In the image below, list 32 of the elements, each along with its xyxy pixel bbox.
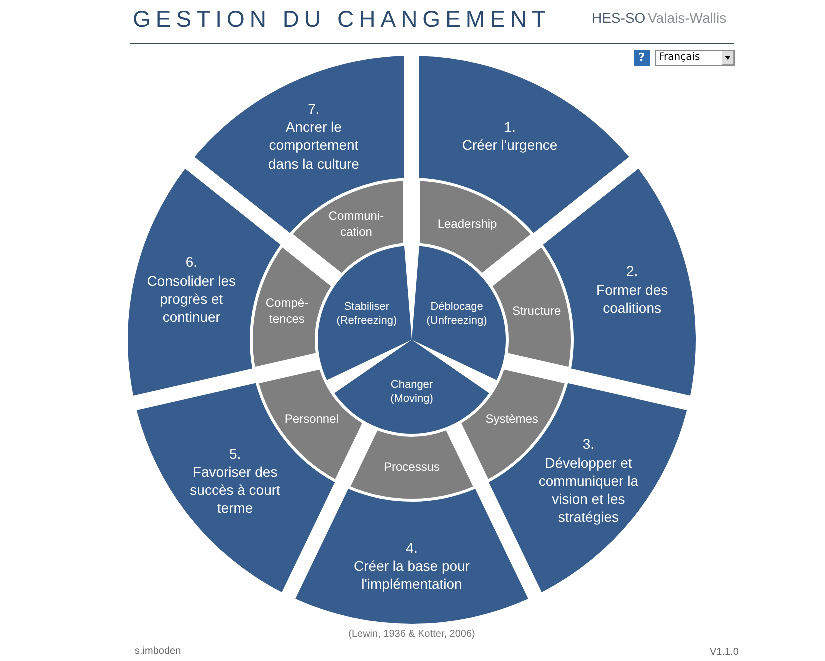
step-number: 2. xyxy=(626,262,638,281)
step-number: 7. xyxy=(308,100,320,118)
language-dropdown: Français xyxy=(655,50,735,66)
phase-text: Changer (Moving) xyxy=(390,378,434,406)
step-text: Développer et communiquer la vision et les stratégies xyxy=(538,454,640,526)
factor-text: Personnel xyxy=(284,412,339,428)
step-number: 4. xyxy=(406,538,418,557)
step-text: Former des coalitions xyxy=(596,280,670,317)
step-text: Créer la base pour l'implémentation xyxy=(353,556,471,594)
step-number: 5. xyxy=(229,444,242,463)
phase-text: Déblocage (Unfreezing) xyxy=(426,300,488,328)
institution-name: HES-SO xyxy=(592,10,646,26)
author-credit: s.imboden xyxy=(135,646,182,657)
caption: (Lewin, 1936 & Kotter, 2006) xyxy=(348,629,476,640)
factor-text: Compé- tences xyxy=(264,296,310,328)
factor-text: Structure xyxy=(512,304,562,320)
step-text: Favoriser des succès à court terme xyxy=(189,462,282,518)
step-number: 3. xyxy=(582,435,595,454)
step-text: Ancrer le comportement dans la culture xyxy=(267,118,360,173)
phase-text: Stabiliser (Refreezing) xyxy=(336,300,398,328)
help-button: ? xyxy=(634,50,650,66)
factor-text: Processus xyxy=(384,460,440,476)
step-number: 6. xyxy=(186,253,198,272)
factor-text: Systèmes xyxy=(486,412,538,428)
title: GESTION DU CHANGEMENT xyxy=(133,6,552,33)
step-number: 1. xyxy=(504,118,516,136)
version-number: V1.1.0 xyxy=(710,647,739,658)
step-text: Consolider les progrès et continuer xyxy=(146,272,238,326)
factor-text: Communi- cation xyxy=(328,209,386,240)
factor-text: Leadership xyxy=(438,216,498,232)
step-text: Créer l'urgence xyxy=(462,136,558,155)
institution-name: Valais-Wallis xyxy=(648,10,727,26)
